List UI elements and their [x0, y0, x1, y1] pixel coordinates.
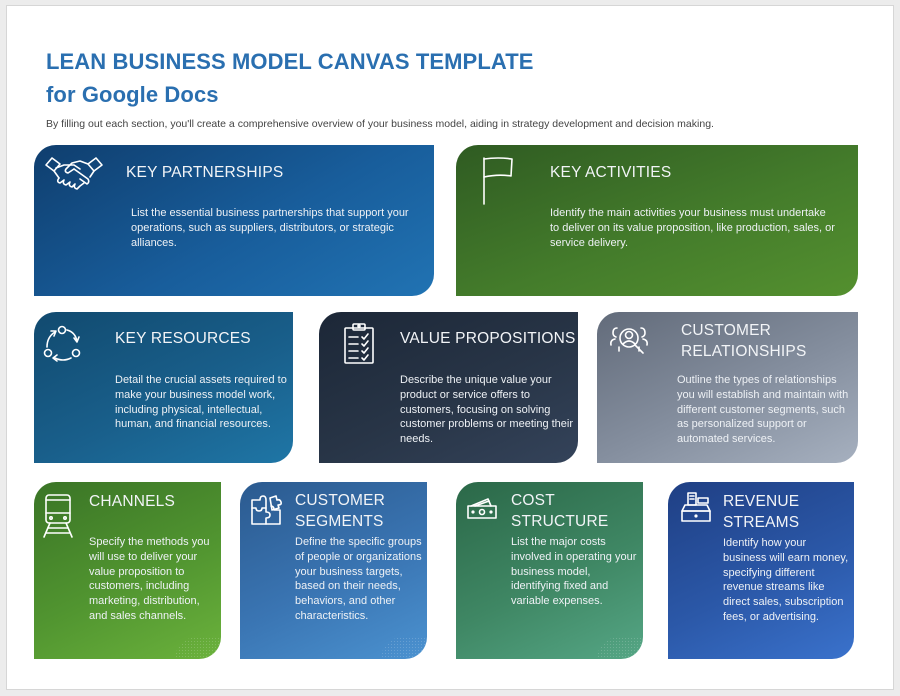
- card-customer-segments: CUSTOMER SEGMENTS Define the specific gr…: [240, 482, 427, 659]
- corner-pattern: [597, 637, 643, 659]
- desc-cost-structure: List the major costs involved in operati…: [511, 536, 637, 608]
- heading-line-2: STREAMS: [723, 514, 800, 531]
- heading-revenue-streams: REVENUE STREAMS: [723, 491, 799, 533]
- card-key-partnerships: KEY PARTNERSHIPS List the essential busi…: [34, 145, 434, 296]
- heading-key-activities: KEY ACTIVITIES: [550, 164, 672, 181]
- card-value-propositions: VALUE PROPOSITIONS Describe the unique v…: [319, 312, 578, 463]
- card-cost-structure: COST STRUCTURE List the major costs invo…: [456, 482, 643, 659]
- intro-text: By filling out each section, you'll crea…: [46, 118, 714, 130]
- flag-icon: [482, 156, 514, 206]
- desc-customer-segments: Define the specific groups of people or …: [295, 536, 422, 622]
- corner-pattern: [381, 637, 427, 659]
- desc-key-resources: Detail the crucial assets required to ma…: [115, 374, 287, 431]
- card-customer-relationships: CUSTOMER RELATIONSHIPS Outline the types…: [597, 312, 858, 463]
- heading-value-propositions: VALUE PROPOSITIONS: [400, 330, 576, 347]
- heading-key-resources: KEY RESOURCES: [115, 330, 251, 347]
- title-line-1: LEAN BUSINESS MODEL CANVAS TEMPLATE: [46, 49, 534, 74]
- clipboard-checklist-icon: [343, 321, 375, 365]
- desc-value-propositions: Describe the unique value your product o…: [400, 374, 574, 446]
- people-search-icon: [607, 323, 651, 359]
- cash-register-icon: [680, 491, 712, 523]
- handshake-icon: [44, 155, 104, 197]
- page-title: LEAN BUSINESS MODEL CANVAS TEMPLATE for …: [46, 45, 534, 111]
- desc-key-activities: Identify the main activities your busine…: [550, 207, 835, 249]
- cash-icon: [466, 496, 498, 520]
- heading-line-1: COST: [511, 492, 555, 509]
- heading-cost-structure: COST STRUCTURE: [511, 490, 608, 532]
- heading-line-1: REVENUE: [723, 493, 800, 510]
- heading-line-2: RELATIONSHIPS: [681, 343, 807, 360]
- heading-customer-segments: CUSTOMER SEGMENTS: [295, 490, 385, 532]
- heading-customer-relationships: CUSTOMER RELATIONSHIPS: [681, 320, 806, 362]
- corner-pattern: [175, 637, 221, 659]
- heading-line-1: CUSTOMER: [295, 492, 386, 509]
- cycle-icon: [43, 325, 81, 363]
- desc-key-partnerships: List the essential business partnerships…: [131, 207, 409, 249]
- desc-customer-relationships: Outline the types of relationships you w…: [677, 374, 849, 446]
- desc-channels: Specify the methods you will use to deli…: [89, 536, 210, 622]
- puzzle-icon: [250, 494, 284, 526]
- card-revenue-streams: REVENUE STREAMS Identify how your busine…: [668, 482, 854, 659]
- card-key-activities: KEY ACTIVITIES Identify the main activit…: [456, 145, 858, 296]
- desc-revenue-streams: Identify how your business will earn mon…: [723, 537, 849, 623]
- title-line-2: for Google Docs: [46, 82, 219, 107]
- train-icon: [42, 493, 74, 539]
- heading-line-2: STRUCTURE: [511, 513, 609, 530]
- heading-line-1: CUSTOMER: [681, 322, 772, 339]
- heading-channels: CHANNELS: [89, 493, 176, 510]
- heading-key-partnerships: KEY PARTNERSHIPS: [126, 164, 284, 181]
- card-key-resources: KEY RESOURCES Detail the crucial assets …: [34, 312, 293, 463]
- heading-line-2: SEGMENTS: [295, 513, 384, 530]
- card-channels: CHANNELS Specify the methods you will us…: [34, 482, 221, 659]
